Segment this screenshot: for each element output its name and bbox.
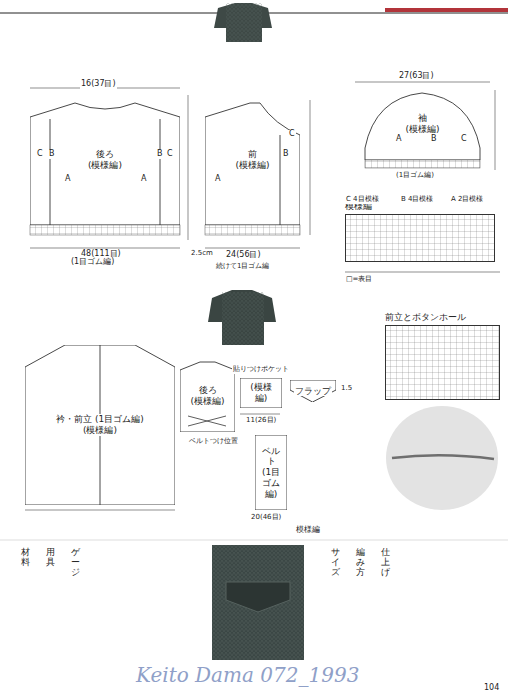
pattern-piece: ベルト(1目ゴム編)	[255, 435, 287, 510]
piece-label: (1目ゴム編)	[258, 467, 284, 499]
piece-label: (模様編)	[87, 160, 123, 171]
piece-text-wrap	[345, 214, 495, 262]
piece-label: (模様編)	[189, 396, 225, 407]
body-heading: 材料	[20, 548, 31, 568]
dimension-label: A	[64, 175, 71, 184]
piece-text-wrap	[385, 325, 500, 400]
piece-label: (模様編)	[243, 382, 279, 404]
dimension-label: B	[430, 135, 438, 144]
dimension-label: (1目ゴム編)	[395, 172, 435, 180]
piece-text-wrap: 後ろ(模様編)	[30, 95, 180, 225]
piece-label: 後ろ	[198, 385, 218, 396]
pattern-piece: 前立とボタンホール	[385, 325, 500, 400]
pattern-piece: 模様編	[345, 214, 495, 262]
dimension-label: A	[395, 135, 402, 144]
piece-outline	[385, 325, 500, 400]
dimension-label: 104	[483, 684, 500, 693]
piece-outline	[345, 214, 495, 262]
pattern-piece: 後ろ(模様編)	[180, 360, 235, 432]
dimension-label: C	[166, 150, 174, 159]
piece-text-wrap: 袖(模様編)	[355, 88, 490, 160]
body-heading: サイズ	[330, 548, 341, 578]
piece-label: (模様編)	[404, 124, 440, 135]
pattern-piece: 衿・前立 (1目ゴム編)(模様編)	[25, 345, 175, 505]
dimension-label: B	[156, 150, 164, 159]
piece-label: ベルト	[258, 446, 284, 468]
dimension-label: 16(37目)	[80, 80, 117, 89]
dimension-label: 貼りつけポケット	[232, 366, 290, 374]
piece-label: 衿・前立 (1目ゴム編)	[55, 414, 145, 425]
dimension-label: A	[140, 175, 147, 184]
dimension-label: 模様編	[295, 526, 321, 535]
dimension-label: C	[288, 130, 296, 139]
piece-text-wrap: 衿・前立 (1目ゴム編)(模様編)	[25, 345, 175, 505]
piece-label: 前	[247, 149, 258, 160]
piece-text-wrap: (模様編)	[240, 378, 282, 408]
dimension-label: 続けて1目ゴム編	[215, 263, 270, 271]
dimension-label: ベルトつけ位置	[188, 438, 239, 446]
pattern-piece: (模様編)	[240, 378, 282, 408]
piece-label: 袖	[417, 113, 428, 124]
piece-label: 後ろ	[95, 149, 115, 160]
dimension-label: 27(63目)	[398, 72, 435, 81]
piece-text-wrap: 後ろ(模様編)	[180, 360, 235, 432]
dimension-label: 20(46目)	[250, 514, 282, 522]
piece-text-wrap: ベルト(1目ゴム編)	[255, 435, 287, 510]
pattern-piece: 袖(模様編)	[355, 88, 490, 160]
dimension-label: A	[214, 175, 221, 184]
body-heading: 用具	[45, 548, 56, 568]
dimension-label: A 2目模様	[450, 196, 484, 204]
body-heading: 仕上げ	[380, 548, 391, 578]
dimension-label: 11(26目)	[245, 417, 277, 425]
dimension-label: C	[36, 150, 44, 159]
pattern-piece: フラップ	[290, 380, 336, 402]
body-heading: 編み方	[355, 548, 366, 578]
dimension-label: B 4目模様	[400, 196, 434, 204]
dimension-label: C	[460, 135, 468, 144]
dimension-label: 2.5cm	[190, 250, 214, 258]
dimension-label: □=表目	[345, 276, 373, 284]
piece-label: (模様編)	[234, 160, 270, 171]
chart-title: 前立とボタンホール	[385, 311, 466, 324]
piece-label: (模様編)	[82, 425, 118, 436]
piece-label: フラップ	[294, 386, 332, 397]
dimension-label: B	[282, 150, 290, 159]
pattern-piece: 前(模様編)	[205, 95, 300, 225]
dimension-label: 24(56目)	[225, 251, 262, 260]
dimension-label: C 4目模様	[345, 196, 380, 204]
dimension-label: 1.5	[340, 385, 353, 393]
dimension-label: B	[48, 150, 56, 159]
body-heading: ゲージ	[70, 548, 81, 578]
piece-text-wrap: フラップ	[290, 380, 336, 402]
piece-text-wrap: 前(模様編)	[205, 95, 300, 225]
pattern-piece: 後ろ(模様編)	[30, 95, 180, 225]
dimension-label: (1目ゴム編)	[70, 258, 115, 267]
watermark: Keito Dama 072_1993	[135, 664, 360, 686]
